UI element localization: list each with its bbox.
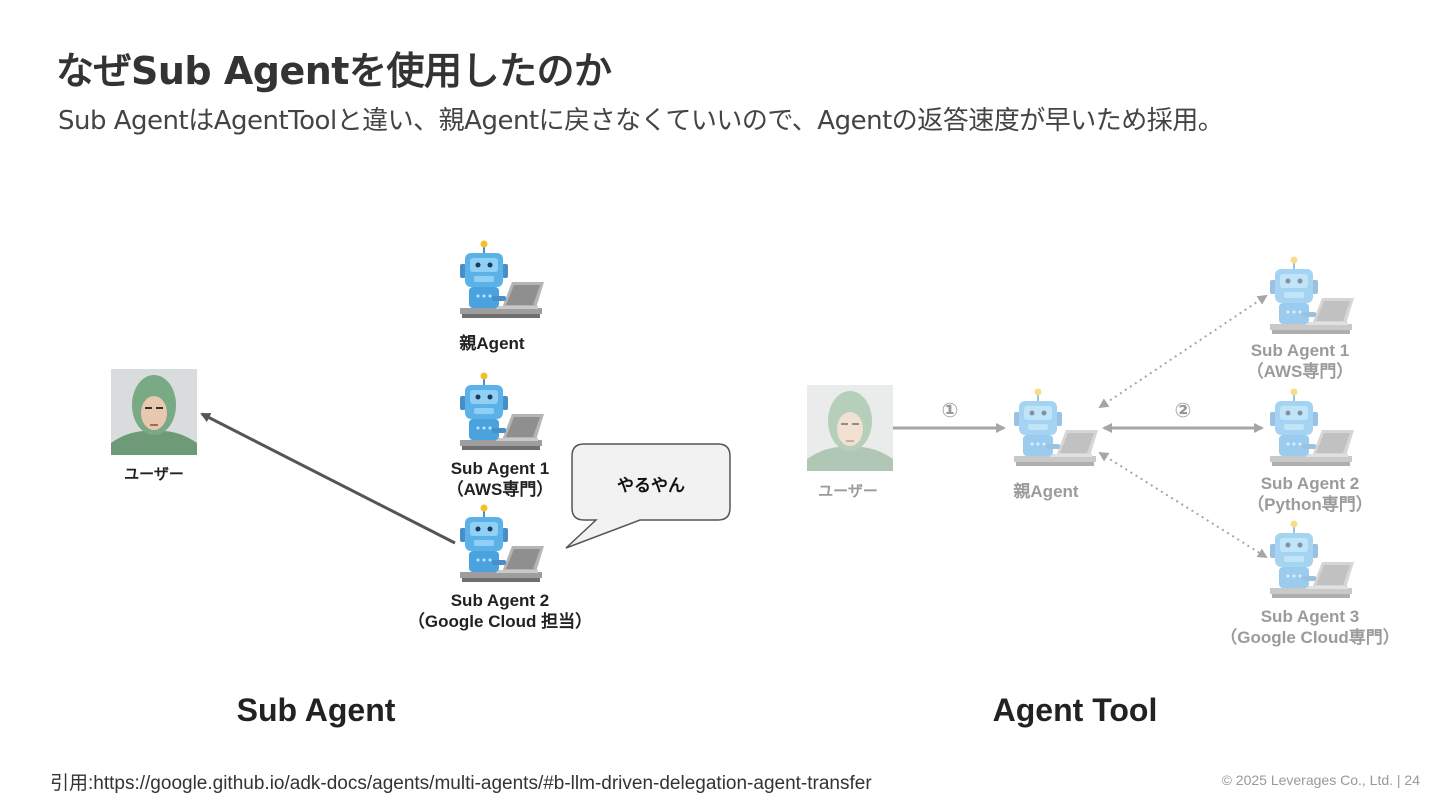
user-label: ユーザー (124, 466, 184, 483)
response-arrow (200, 412, 456, 545)
tool-agent-1-role: （AWS専門） (1246, 362, 1354, 381)
step1-label: ① (941, 398, 959, 422)
page-subtitle: Sub AgentはAgentToolと違い、親Agentに戻さなくていいので、… (58, 106, 1224, 136)
parent-agent-label: 親Agent (459, 334, 525, 353)
tool-agent-2-robot-icon (1262, 388, 1358, 470)
agent-tool-section-label: Agent Tool (992, 692, 1158, 728)
user-photo-faded (807, 385, 893, 471)
sub-agent-2-name: Sub Agent 2 (450, 591, 550, 610)
footer-copyright: © 2025 Leverages Co., Ltd. | 24 (1221, 772, 1420, 788)
sub-agent-1-role: （AWS専門） (446, 480, 554, 499)
step2-label: ② (1174, 398, 1192, 422)
tool-agent-2-name: Sub Agent 2 (1260, 474, 1360, 493)
sub-agent-section-label: Sub Agent (236, 692, 396, 728)
tool-agent-1-robot-icon (1262, 256, 1358, 338)
sub-agent-1-label: Sub Agent 1 （AWS専門） (400, 458, 600, 500)
citation-link[interactable]: 引用:https://google.github.io/adk-docs/age… (50, 773, 872, 794)
parent-agent-label-faded: 親Agent (1013, 482, 1079, 501)
tool-agent-2-role: （Python専門） (1247, 495, 1373, 514)
speech-bubble-text: やるやん (617, 476, 685, 496)
tool-agent-3-label: Sub Agent 3 （Google Cloud専門） (1200, 606, 1420, 648)
speech-bubble (565, 443, 731, 549)
parent-agent-robot-icon-faded (1006, 388, 1102, 470)
page-title: なぜSub Agentを使用したのか (56, 49, 612, 93)
tool-agent-3-robot-icon (1262, 520, 1358, 602)
tool-agent-1-label: Sub Agent 1 （AWS専門） (1200, 340, 1400, 382)
tool-agent-3-name: Sub Agent 3 (1260, 607, 1360, 626)
tool-agent-3-role: （Google Cloud専門） (1220, 628, 1400, 647)
user-label-faded: ユーザー (818, 483, 878, 500)
tool-agent-1-name: Sub Agent 1 (1250, 341, 1350, 360)
sub-agent-2-role: （Google Cloud 担当） (407, 612, 593, 631)
sub-agent-1-name: Sub Agent 1 (450, 459, 550, 478)
sub-agent-2-label: Sub Agent 2 （Google Cloud 担当） (380, 590, 620, 632)
tool-agent-2-label: Sub Agent 2 （Python専門） (1200, 473, 1420, 515)
dotted-arrow-agent3 (1098, 451, 1268, 559)
